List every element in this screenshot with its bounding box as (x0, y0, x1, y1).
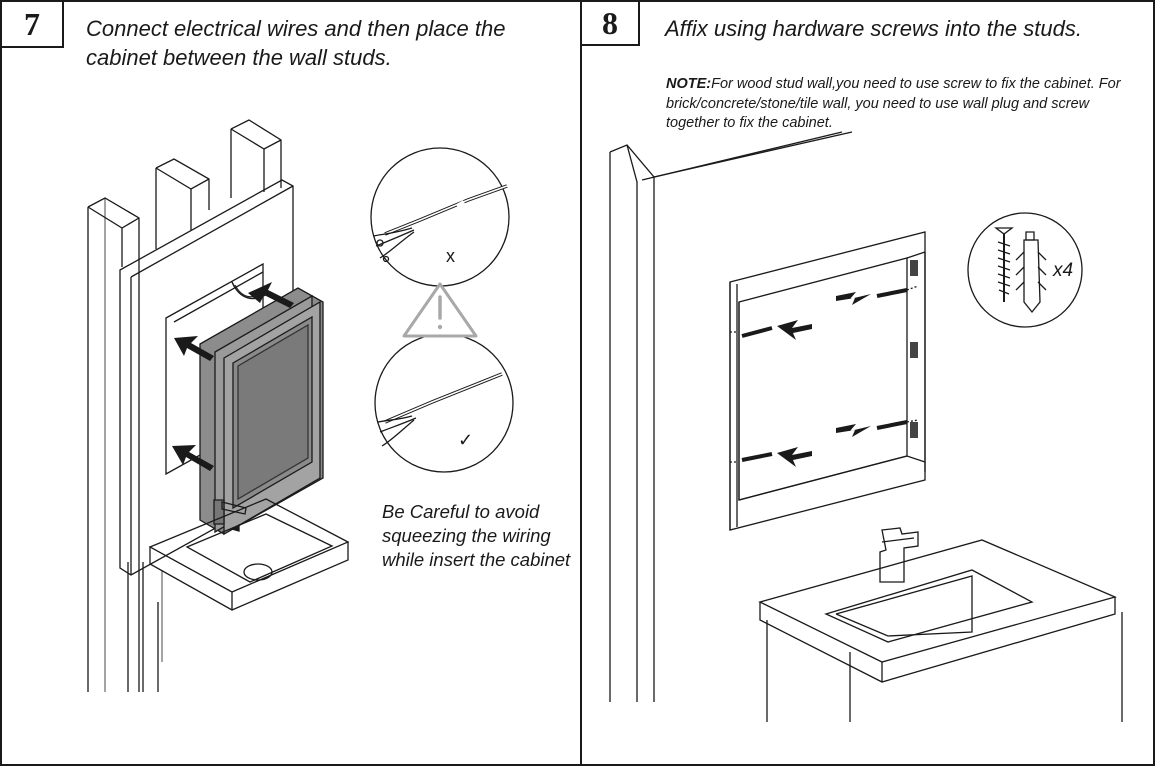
insert-arrows (172, 282, 294, 471)
caution-text: Be Careful to avoid squeezing the wiring… (382, 501, 571, 570)
faucet-icon (880, 528, 918, 582)
correct-mark: ✓ (458, 430, 474, 450)
screw-icon (996, 228, 1012, 302)
wall-studs (88, 120, 281, 692)
quantity-label: x4 (1053, 260, 1074, 281)
step-title: Affix using hardware screws into the stu… (665, 16, 1082, 41)
note-label: NOTE: (666, 76, 712, 92)
step-title: Connect electrical wires and then place … (86, 16, 506, 70)
wire-detail-correct (375, 334, 513, 472)
sink-basin (150, 499, 348, 662)
wall-stud (610, 132, 852, 702)
cabinet-shape (200, 288, 323, 534)
step-7-illustration (2, 2, 582, 766)
step-8-illustration (582, 2, 1155, 766)
hardware-detail (968, 213, 1082, 327)
vanity-cabinet (760, 540, 1122, 722)
step-8-panel: 8 Affix using hardware screws into the s… (580, 0, 1155, 766)
wrong-mark: x (446, 246, 455, 266)
hinge-brackets (910, 260, 918, 438)
note-body: For wood stud wall,you need to use screw… (666, 76, 1121, 131)
wall-plug-icon (1016, 232, 1046, 312)
note-text: NOTE:For wood stud wall,you need to use … (666, 75, 1146, 134)
step-7-panel: 7 Connect electrical wires and then plac… (0, 0, 582, 766)
cabinet-frame (730, 232, 925, 530)
wire-detail-wrong (371, 148, 509, 286)
step-number: 8 (582, 2, 640, 46)
screw-arrows (730, 286, 918, 467)
warning-triangle-icon (404, 284, 476, 336)
step-number: 7 (2, 2, 64, 48)
